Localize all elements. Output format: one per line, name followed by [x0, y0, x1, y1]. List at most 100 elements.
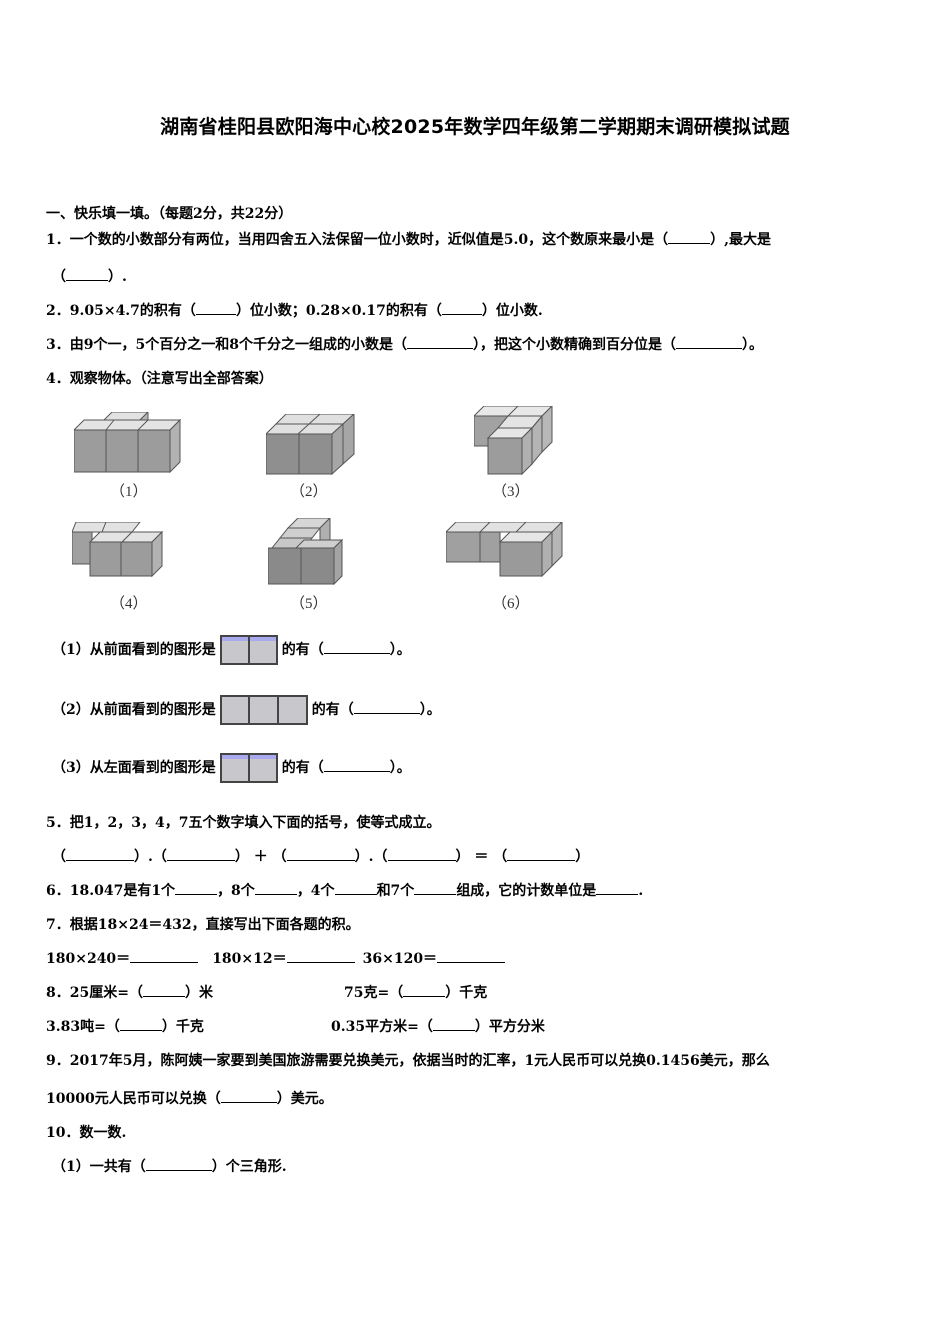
q6-text-2: ，8个 [217, 883, 255, 899]
q8-d-unit: ）平方分米 [474, 1019, 545, 1035]
q10-sub1-text: （1）一共有（ [52, 1159, 146, 1175]
q4-sub1-text-post: 的有（ [281, 642, 324, 658]
q5-blank-5[interactable] [507, 848, 576, 861]
q7-item-3: 36×120＝ [362, 951, 438, 967]
q4-sub3-blank[interactable] [323, 759, 390, 772]
q2-text: 2．9.05×4.7的积有（ [46, 303, 196, 319]
paren-open: （ [52, 849, 66, 865]
q7-blank-1[interactable] [130, 950, 199, 963]
q6-text-5: 组成，它的计数单位是 [456, 883, 597, 899]
q8-blank-b[interactable] [403, 984, 446, 997]
paren-close: ） [455, 849, 470, 865]
figure-4-label: （4） [110, 596, 148, 612]
q2-text-post: ）位小数. [481, 303, 543, 319]
q8-blank-a[interactable] [142, 984, 185, 997]
q6-text-3: ，4个 [296, 883, 335, 899]
q6-text-1: 6．18.047是有1个 [46, 883, 176, 899]
q4-sub2-text-post: 的有（ [311, 702, 354, 718]
q10-sub1-blank[interactable] [145, 1158, 212, 1171]
q4-sub1-blank[interactable] [323, 641, 390, 654]
q5-blank-3[interactable] [286, 848, 355, 861]
question-1-line-1: 1．一个数的小数部分有两位，当用四舍五入法保留一位小数时，近似值是5.0，这个数… [46, 229, 771, 249]
two-square-view-icon [219, 635, 278, 665]
q3-blank-2[interactable] [675, 336, 742, 349]
page-title: 湖南省桂阳县欧阳海中心校2025年数学四年级第二学期期末调研模拟试题 [160, 116, 790, 138]
q4-sub1-text: （1）从前面看到的图形是 [52, 642, 216, 658]
figure-3-label: （3） [492, 484, 530, 500]
q10-sub1-post: ）个三角形. [211, 1159, 287, 1175]
q4-sub2-blank[interactable] [353, 701, 420, 714]
q7-item-1: 180×240＝ [46, 951, 131, 967]
q1-open: （ [52, 269, 66, 285]
question-4-sub-1: （1）从前面看到的图形是的有（）。 [52, 634, 411, 666]
q6-text-6: . [638, 883, 644, 899]
question-5-equation: （）.（） ＋ （）.（） ＝ （） [52, 846, 589, 866]
question-4-sub-2: （2）从前面看到的图形是的有（）。 [52, 694, 441, 726]
q1-close: ）. [108, 269, 127, 285]
q9-unit: ）美元。 [276, 1091, 333, 1107]
q6-blank-2[interactable] [254, 882, 297, 895]
question-8-c: 3.83吨=（）千克 [46, 1016, 204, 1036]
q4-sub3-text-post: 的有（ [281, 760, 324, 776]
figure-6-cubes [446, 522, 566, 578]
paren-close: ） [134, 849, 148, 865]
question-9-line-1: 9．2017年5月，陈阿姨一家要到美国旅游需要兑换美元，依据当时的汇率，1元人民… [46, 1053, 770, 1069]
section-heading: 一、快乐填一填。（每题2分，共22分） [46, 206, 293, 222]
two-square-view-icon [219, 753, 278, 783]
q4-sub2-close: ）。 [419, 702, 441, 718]
q1-blank-min[interactable] [668, 231, 711, 244]
question-8-d: 0.35平方米=（）平方分米 [331, 1016, 545, 1036]
three-square-view-icon [219, 695, 308, 725]
question-8-b: 75克=（ ）千克 [344, 982, 487, 1002]
q8-blank-d[interactable] [432, 1018, 475, 1031]
q6-blank-1[interactable] [175, 882, 218, 895]
q4-sub3-text: （3）从左面看到的图形是 [52, 760, 216, 776]
q6-text-4: 和7个 [376, 883, 415, 899]
figure-1-cubes [74, 412, 184, 476]
q8-b-text: 75克=（ [344, 985, 404, 1001]
question-10-sub-1: （1）一共有（ ）个三角形. [52, 1156, 287, 1176]
question-5: 5．把1，2，3，4，7五个数字填入下面的括号，使等式成立。 [46, 815, 441, 831]
question-6: 6．18.047是有1个 ，8个 ，4个 和7个 组成，它的计数单位是. [46, 880, 643, 900]
q9-blank[interactable] [220, 1090, 277, 1103]
q8-b-unit: ）千克 [445, 985, 488, 1001]
q8-blank-c[interactable] [119, 1018, 162, 1031]
q9-text: 10000元人民币可以兑换（ [46, 1091, 221, 1107]
q7-item-2: 180×12＝ [212, 951, 287, 967]
question-2: 2．9.05×4.7的积有（）位小数；0.28×0.17的积有（）位小数. [46, 300, 543, 320]
q1-blank-max[interactable] [66, 268, 108, 281]
figure-6-label: （6） [492, 596, 530, 612]
q6-blank-5[interactable] [596, 882, 639, 895]
q8-c-text: 3.83吨=（ [46, 1019, 120, 1035]
question-4-sub-3: （3）从左面看到的图形是的有（）。 [52, 752, 411, 784]
q5-blank-2[interactable] [166, 848, 235, 861]
q3-blank-1[interactable] [406, 336, 473, 349]
question-7-items: 180×240＝ 180×12＝ 36×120＝ [46, 948, 506, 968]
q5-blank-4[interactable] [387, 848, 456, 861]
q6-blank-3[interactable] [334, 882, 377, 895]
figure-1-label: （1） [110, 484, 148, 500]
q2-blank-2[interactable] [441, 302, 482, 315]
q8-a-text: 8．25厘米=（ [46, 985, 143, 1001]
figure-4-cubes [72, 522, 164, 578]
q6-blank-4[interactable] [414, 882, 457, 895]
q1-text: 1．一个数的小数部分有两位，当用四舍五入法保留一位小数时，近似值是5.0，这个数… [46, 232, 669, 248]
q7-blank-2[interactable] [286, 950, 355, 963]
figure-5-label: （5） [290, 596, 328, 612]
q8-a-unit: ）米 [184, 985, 213, 1001]
figure-3-cubes [474, 406, 558, 476]
q5-blank-1[interactable] [66, 848, 134, 861]
q2-blank-1[interactable] [195, 302, 236, 315]
question-4: 4．观察物体。（注意写出全部答案） [46, 371, 273, 387]
q1-text-mid: ）,最大是 [710, 232, 771, 248]
paren-close: ） [354, 849, 369, 865]
decimal-point: . [148, 849, 153, 865]
q7-blank-3[interactable] [437, 950, 506, 963]
question-9-line-2: 10000元人民币可以兑换（ ）美元。 [46, 1088, 333, 1108]
question-1-line-2: （ ）. [52, 266, 127, 286]
paren-open: （ [152, 849, 167, 865]
equals-sign: ＝ [474, 849, 489, 865]
paren-open: （ [272, 849, 287, 865]
q3-text-mid: ），把这个小数精确到百分位是（ [472, 337, 676, 353]
q3-text: 3．由9个一，5个百分之一和8个千分之一组成的小数是（ [46, 337, 407, 353]
